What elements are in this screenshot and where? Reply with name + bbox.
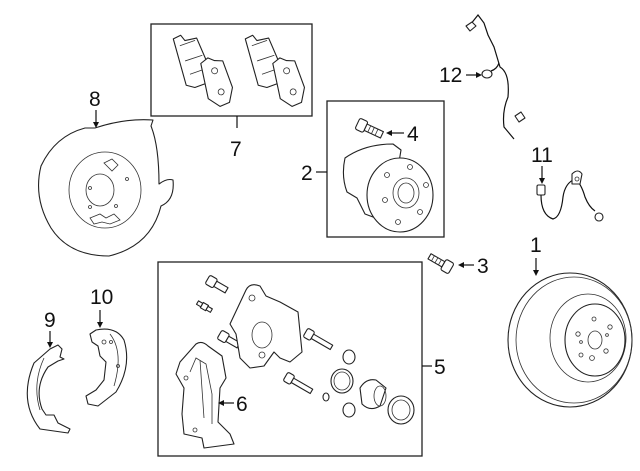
brake-pads-group-box (150, 23, 313, 117)
caliper-bracket-illustration (175, 341, 235, 449)
callout-9-label: 9 (44, 309, 56, 332)
callout-4-arrowhead (386, 130, 392, 136)
abs-sensor-illustration (465, 14, 526, 140)
callout-12-label: 12 (439, 64, 462, 87)
hub-group-box (326, 100, 445, 238)
parking-shoe-left-illustration (26, 344, 71, 434)
callout-5-label: 5 (434, 356, 446, 379)
wheel-stud-illustration (355, 118, 384, 139)
callout-11-arrowhead (539, 178, 545, 184)
callout-6-arrowhead (218, 400, 224, 406)
callout-8-label: 8 (89, 88, 101, 111)
callout-6-label: 6 (236, 393, 248, 416)
hub-bearing-illustration (342, 143, 434, 233)
hub-bolt-illustration (427, 253, 454, 274)
callout-11-label: 11 (531, 144, 553, 167)
callout-1-arrowhead (533, 270, 539, 276)
callout-10-arrowhead (97, 322, 103, 328)
callout-12-arrowhead (476, 72, 482, 78)
dust-shield-illustration (38, 119, 174, 257)
brake-hose-illustration (536, 170, 604, 222)
callout-9-arrowhead (47, 342, 53, 348)
brake-pads-illustration (172, 34, 306, 107)
caliper-assembly-illustration (195, 275, 415, 425)
brake-rotor-illustration (507, 272, 633, 408)
caliper-group-box (157, 261, 423, 457)
callout-3-arrowhead (458, 262, 464, 268)
callout-4-label: 4 (407, 123, 419, 146)
callout-3-label: 3 (477, 255, 489, 278)
parking-shoe-right-illustration (85, 328, 128, 407)
callout-7-label: 7 (230, 138, 242, 161)
callout-2-label: 2 (301, 162, 313, 185)
callout-1-label: 1 (530, 234, 542, 257)
callout-10-label: 10 (90, 286, 113, 309)
callout-8-arrowhead (93, 122, 99, 128)
